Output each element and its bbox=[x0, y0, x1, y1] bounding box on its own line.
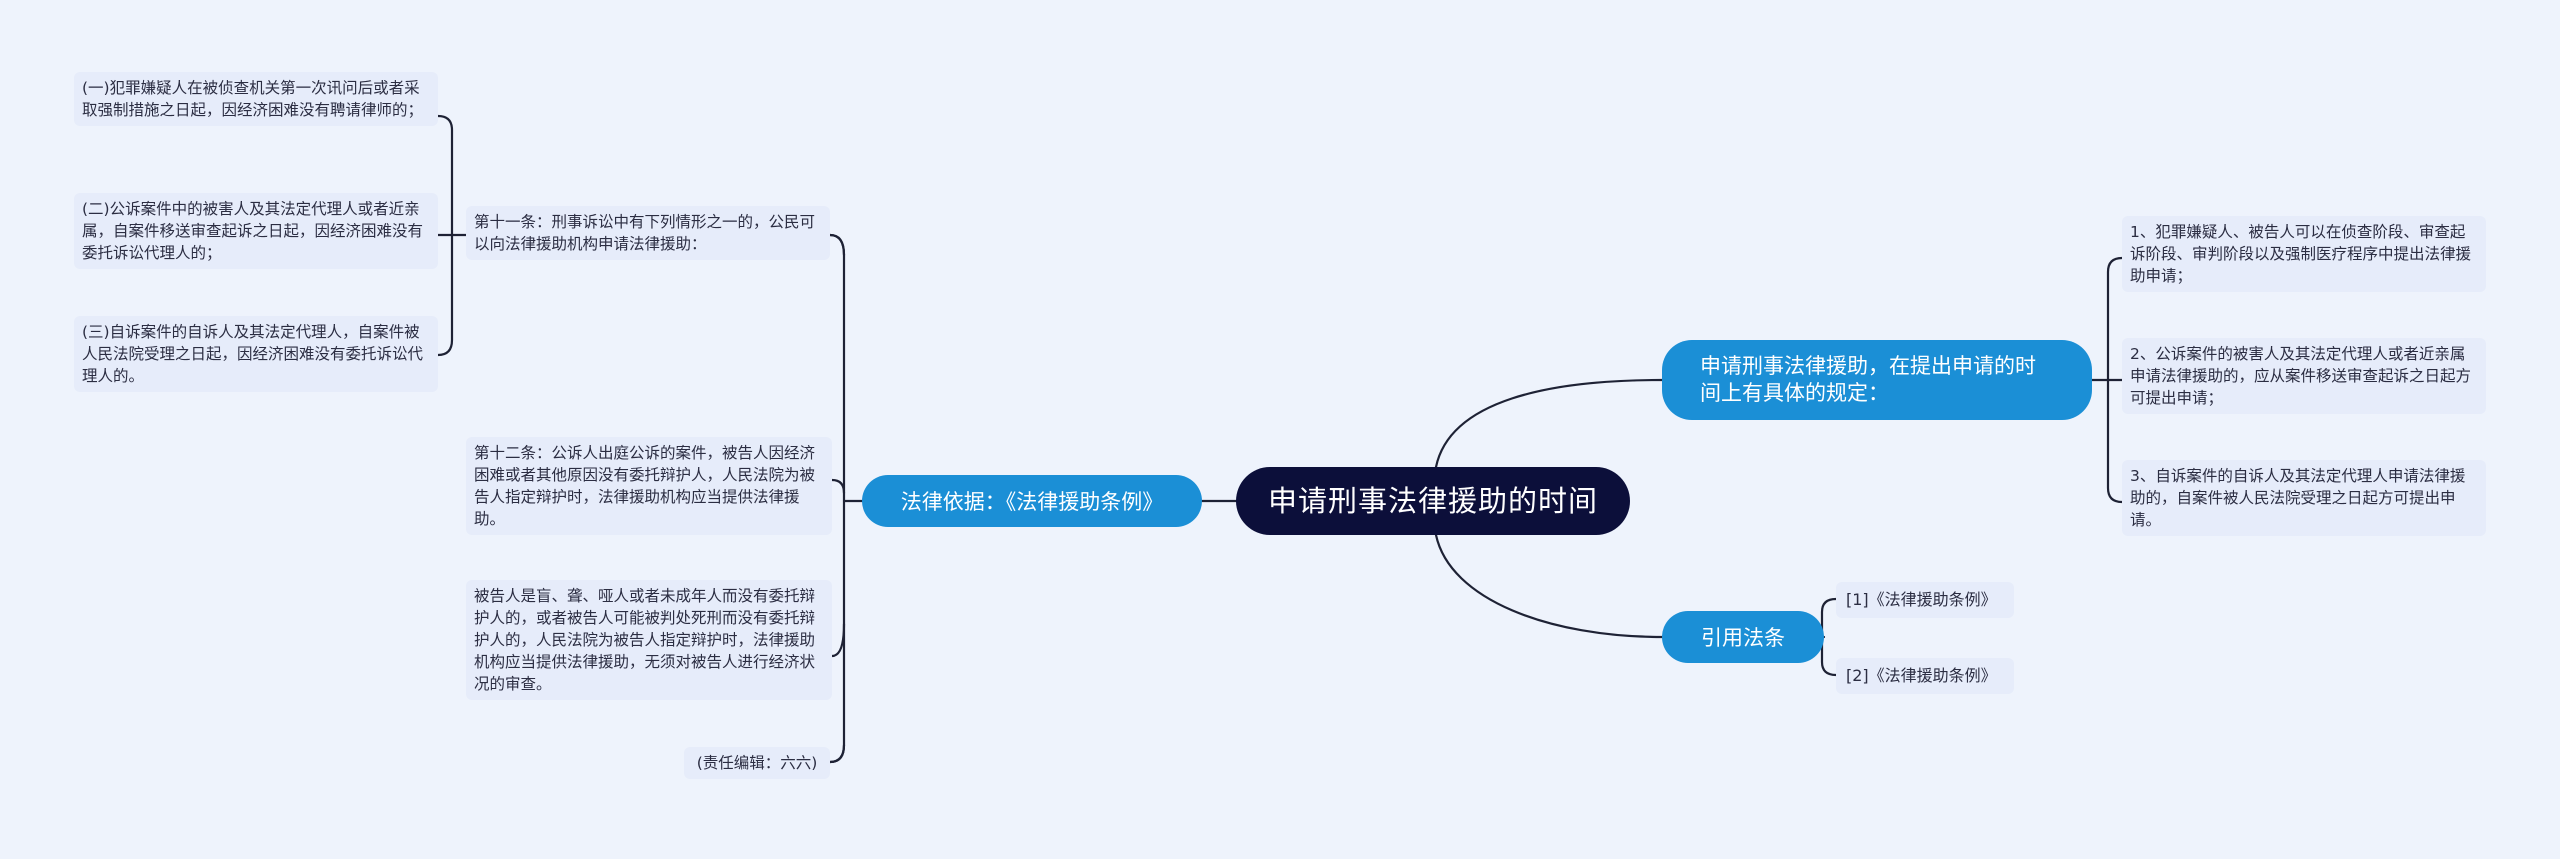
reference-item-2[interactable]: [2]《法律援助条例》 bbox=[1836, 658, 2014, 694]
link-to-editor bbox=[828, 743, 846, 764]
link-root-references bbox=[1434, 533, 1664, 639]
extra-provision-node[interactable]: 被告人是盲、聋、哑人或者未成年人而没有委托辩护人的，或者被告人可能被判处死刑而没… bbox=[466, 580, 832, 700]
branch-application-time[interactable]: 申请刑事法律援助，在提出申请的时间上有具体的规定： bbox=[1662, 340, 2092, 420]
article-12-node[interactable]: 第十二条：公诉人出庭公诉的案件，被告人因经济困难或者其他原因没有委托辩护人，人民… bbox=[466, 437, 832, 535]
root-topic[interactable]: 申请刑事法律援助的时间 bbox=[1236, 467, 1630, 535]
article-11-item-3[interactable]: (三)自诉案件的自诉人及其法定代理人，自案件被人民法院受理之日起，因经济困难没有… bbox=[74, 316, 438, 392]
bracket-basis bbox=[828, 233, 846, 764]
application-item-2[interactable]: 2、公诉案件的被害人及其法定代理人或者近亲属申请法律援助的，应从案件移送审查起诉… bbox=[2122, 338, 2486, 414]
article-11-node[interactable]: 第十一条：刑事诉讼中有下列情形之一的，公民可以向法律援助机构申请法律援助： bbox=[466, 206, 830, 260]
link-to-extra bbox=[830, 622, 846, 658]
link-root-application bbox=[1434, 378, 1664, 469]
editor-node[interactable]: (责任编辑：六六) bbox=[684, 747, 830, 779]
reference-item-1[interactable]: [1]《法律援助条例》 bbox=[1836, 582, 2014, 618]
application-item-1[interactable]: 1、犯罪嫌疑人、被告人可以在侦查阶段、审查起诉阶段、审判阶段以及强制医疗程序中提… bbox=[2122, 216, 2486, 292]
branch-legal-basis[interactable]: 法律依据：《法律援助条例》 bbox=[862, 475, 1202, 527]
branch-references[interactable]: 引用法条 bbox=[1662, 611, 1824, 663]
link-to-article12 bbox=[830, 478, 846, 495]
application-item-3[interactable]: 3、自诉案件的自诉人及其法定代理人申请法律援助的，自案件被人民法院受理之日起方可… bbox=[2122, 460, 2486, 536]
link-to-article11 bbox=[828, 233, 846, 257]
article-11-item-2[interactable]: (二)公诉案件中的被害人及其法定代理人或者近亲属，自案件移送审查起诉之日起，因经… bbox=[74, 193, 438, 269]
article-11-item-1[interactable]: (一)犯罪嫌疑人在被侦查机关第一次讯问后或者采取强制措施之日起，因经济困难没有聘… bbox=[74, 72, 438, 126]
